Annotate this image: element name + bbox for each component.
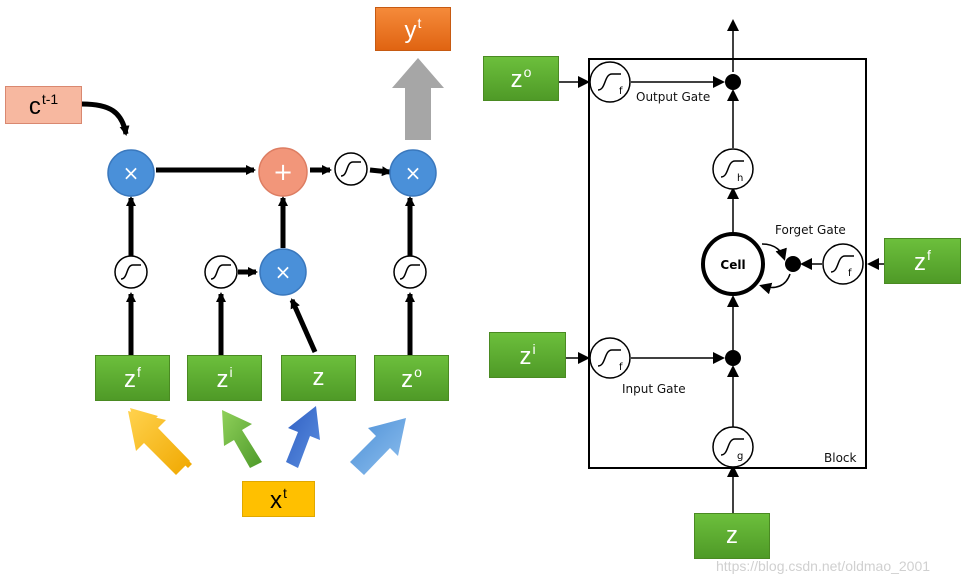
h-activation-icon: h bbox=[712, 148, 754, 190]
zf-base: z bbox=[914, 248, 927, 276]
func-label: g bbox=[737, 451, 743, 462]
cprev-box: ct-1 bbox=[5, 86, 82, 124]
add-node: + bbox=[258, 147, 308, 197]
output-multiply-node: × bbox=[389, 149, 437, 197]
zf-sup: f bbox=[927, 246, 931, 263]
input-multiply-node: × bbox=[259, 248, 307, 296]
right-zf-box: zf bbox=[884, 238, 961, 284]
forget-multiply-node: × bbox=[107, 149, 155, 197]
zi-sup: i bbox=[532, 340, 536, 357]
input-gate-sigmoid-icon: f bbox=[589, 337, 631, 379]
func-label: f bbox=[619, 362, 623, 373]
z-to-mult2-arrow bbox=[289, 298, 318, 354]
yt-base: y bbox=[404, 16, 417, 44]
left-zo-box: zo bbox=[374, 355, 449, 401]
output-gate-label: Output Gate bbox=[636, 90, 711, 104]
multiply-symbol: × bbox=[405, 161, 422, 185]
left-z-box: z bbox=[281, 355, 356, 401]
z-base: z bbox=[312, 364, 325, 391]
z-base: z bbox=[726, 522, 738, 549]
zi-sup: i bbox=[229, 363, 233, 380]
output-arrow bbox=[392, 58, 444, 140]
multiply-symbol: × bbox=[275, 260, 292, 284]
sigmoid-icon bbox=[393, 255, 427, 289]
cell-to-forget-dot-loop bbox=[761, 243, 787, 261]
xt-base: x bbox=[270, 486, 283, 514]
yt-sup: t bbox=[417, 14, 422, 31]
cprev-sup: t-1 bbox=[41, 90, 59, 107]
zo-sup: o bbox=[414, 363, 422, 380]
input-arrow-to-z-shape bbox=[286, 406, 320, 468]
sigmoid-icon bbox=[114, 255, 148, 289]
g-activation-icon: g bbox=[712, 426, 754, 468]
forget-gate-sigmoid-icon: f bbox=[822, 243, 864, 285]
cell-label: Cell bbox=[720, 258, 745, 272]
forget-dot-to-cell-loop bbox=[759, 273, 791, 295]
func-label: f bbox=[848, 268, 852, 279]
zo-base: z bbox=[401, 365, 414, 393]
xt-box: xt bbox=[242, 481, 315, 517]
right-z-box: z bbox=[694, 513, 770, 559]
add-symbol: + bbox=[273, 158, 293, 186]
xt-sup: t bbox=[283, 484, 287, 501]
forget-multiply-dot bbox=[785, 256, 801, 272]
input-gate-label: Input Gate bbox=[622, 382, 686, 396]
zi-base: z bbox=[216, 365, 229, 393]
cprev-arrow bbox=[81, 101, 130, 136]
watermark: https://blog.csdn.net/oldmao_2001 bbox=[716, 558, 931, 574]
zo-base: z bbox=[510, 66, 523, 93]
input-multiply-dot bbox=[725, 350, 741, 366]
zf-sup: f bbox=[137, 363, 141, 380]
func-label: h bbox=[737, 173, 743, 184]
cell-node: Cell bbox=[701, 232, 765, 296]
zi-base: z bbox=[519, 342, 532, 370]
yt-box: yt bbox=[375, 7, 451, 51]
tanh-icon bbox=[334, 152, 368, 186]
left-zf-box: zf bbox=[95, 355, 170, 401]
input-arrow-to-zf-shape bbox=[128, 411, 190, 475]
block-label: Block bbox=[824, 451, 857, 465]
zf-base: z bbox=[124, 365, 137, 393]
right-zi-box: zi bbox=[489, 332, 566, 378]
right-zo-box: zo bbox=[483, 56, 559, 101]
multiply-symbol: × bbox=[123, 161, 140, 185]
left-zi-box: zi bbox=[187, 355, 262, 401]
cprev-base: c bbox=[28, 92, 41, 120]
forget-gate-label: Forget Gate bbox=[775, 223, 846, 237]
sigmoid-icon bbox=[204, 255, 238, 289]
input-arrow-to-zo-shape bbox=[350, 418, 406, 475]
input-arrow-to-zi-shape bbox=[222, 410, 262, 468]
output-multiply-dot bbox=[725, 74, 741, 90]
tanh-to-mult3-arrow bbox=[369, 166, 392, 177]
zo-sup: o bbox=[523, 64, 532, 80]
output-gate-sigmoid-icon: f bbox=[589, 61, 631, 103]
func-label: f bbox=[619, 86, 623, 97]
